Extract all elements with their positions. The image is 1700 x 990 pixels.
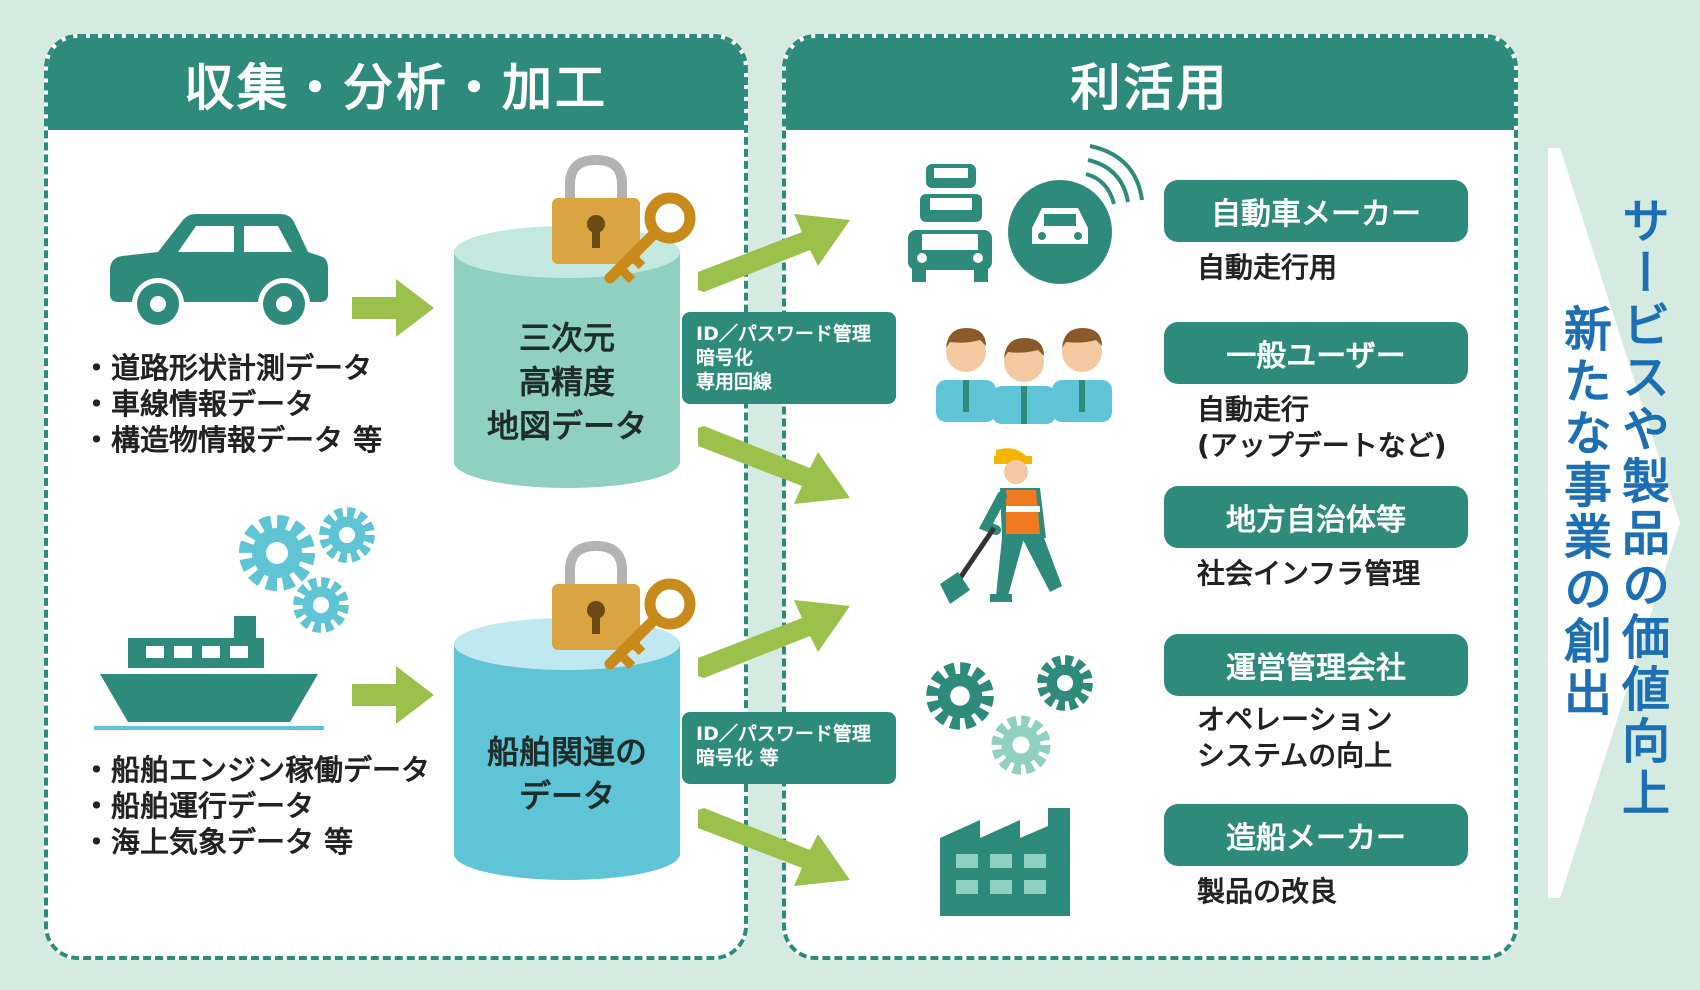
arrow-right-icon <box>352 666 434 724</box>
gear-icon <box>319 507 375 563</box>
gear-icon <box>926 662 994 730</box>
security-measures-upper: ID／パスワード管理 暗号化 専用回線 <box>682 312 896 404</box>
user-shipbuilder: 造船メーカー <box>1164 804 1468 866</box>
outcome-text-value: サービスや製品の価値向上 <box>1613 196 1669 820</box>
factory-icon <box>940 808 1070 916</box>
list-item: 船舶運行データ <box>82 788 430 824</box>
ship-database-label: 船舶関連の データ <box>486 733 647 815</box>
gear-icon <box>991 715 1051 775</box>
car-icon <box>110 214 328 330</box>
user-general: 一般ユーザー <box>1164 322 1468 384</box>
right-panel-title: 利活用 <box>786 38 1514 130</box>
outcome-text-new-business: 新たな事業の創出 <box>1555 304 1611 720</box>
gear-icon <box>293 577 349 633</box>
usage-shipbuilder: 製品の改良 <box>1197 875 1338 908</box>
gear-icon <box>239 515 315 591</box>
gear-icon <box>1037 655 1093 711</box>
usage-local-government: 社会インフラ管理 <box>1197 557 1421 590</box>
user-automaker: 自動車メーカー <box>1164 180 1468 242</box>
outcome-arrow <box>1548 148 1680 898</box>
ship-icon <box>94 616 324 730</box>
users-icon <box>936 328 1112 424</box>
usage-general: 自動走行 (アップデートなど) <box>1197 393 1447 462</box>
ship-data-list: 船舶エンジン稼働データ 船舶運行データ 海上気象データ 等 <box>82 752 430 860</box>
arrow-down-right-icon <box>698 808 850 886</box>
usage-operations-company: オペレーション システムの向上 <box>1197 703 1393 772</box>
list-item: 船舶エンジン稼働データ <box>82 752 430 788</box>
worker-icon <box>940 448 1062 604</box>
arrow-right-icon <box>352 279 434 337</box>
arrow-down-right-icon <box>698 426 850 504</box>
user-local-government: 地方自治体等 <box>1164 486 1468 548</box>
user-operations-company: 運営管理会社 <box>1164 634 1468 696</box>
car-data-list: 道路形状計測データ 車線情報データ 構造物情報データ 等 <box>82 350 382 458</box>
list-item: 海上気象データ 等 <box>82 824 430 860</box>
left-panel-title: 収集・分析・加工 <box>48 38 744 130</box>
padlock-icon <box>552 154 640 264</box>
arrow-up-right-icon <box>698 214 850 292</box>
connected-car-icon <box>1008 144 1144 284</box>
key-icon <box>604 192 696 284</box>
map-database-label: 三次元 高精度 地図データ <box>486 319 647 445</box>
list-item: 道路形状計測データ <box>82 350 382 386</box>
cars-icon <box>908 164 992 282</box>
padlock-icon <box>552 540 640 650</box>
usage-automaker: 自動走行用 <box>1197 251 1338 284</box>
list-item: 構造物情報データ 等 <box>82 422 382 458</box>
security-measures-lower: ID／パスワード管理 暗号化 等 <box>682 712 896 784</box>
list-item: 車線情報データ <box>82 386 382 422</box>
arrow-up-right-icon <box>698 600 850 678</box>
key-icon <box>604 578 696 670</box>
